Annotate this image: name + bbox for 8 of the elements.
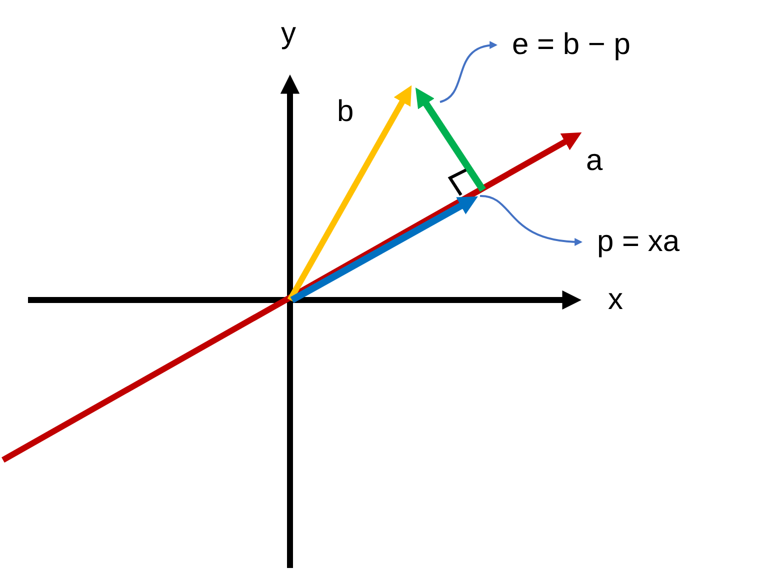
axis-label: y <box>281 16 296 52</box>
formula-text: p = xa <box>597 222 697 262</box>
axis-label: a <box>586 143 603 179</box>
axis-label: x <box>608 282 623 318</box>
axis-label: b <box>337 94 354 130</box>
formula-text: e = b − p <box>512 25 662 65</box>
leader-line <box>480 195 583 246</box>
leader-line <box>440 42 498 103</box>
